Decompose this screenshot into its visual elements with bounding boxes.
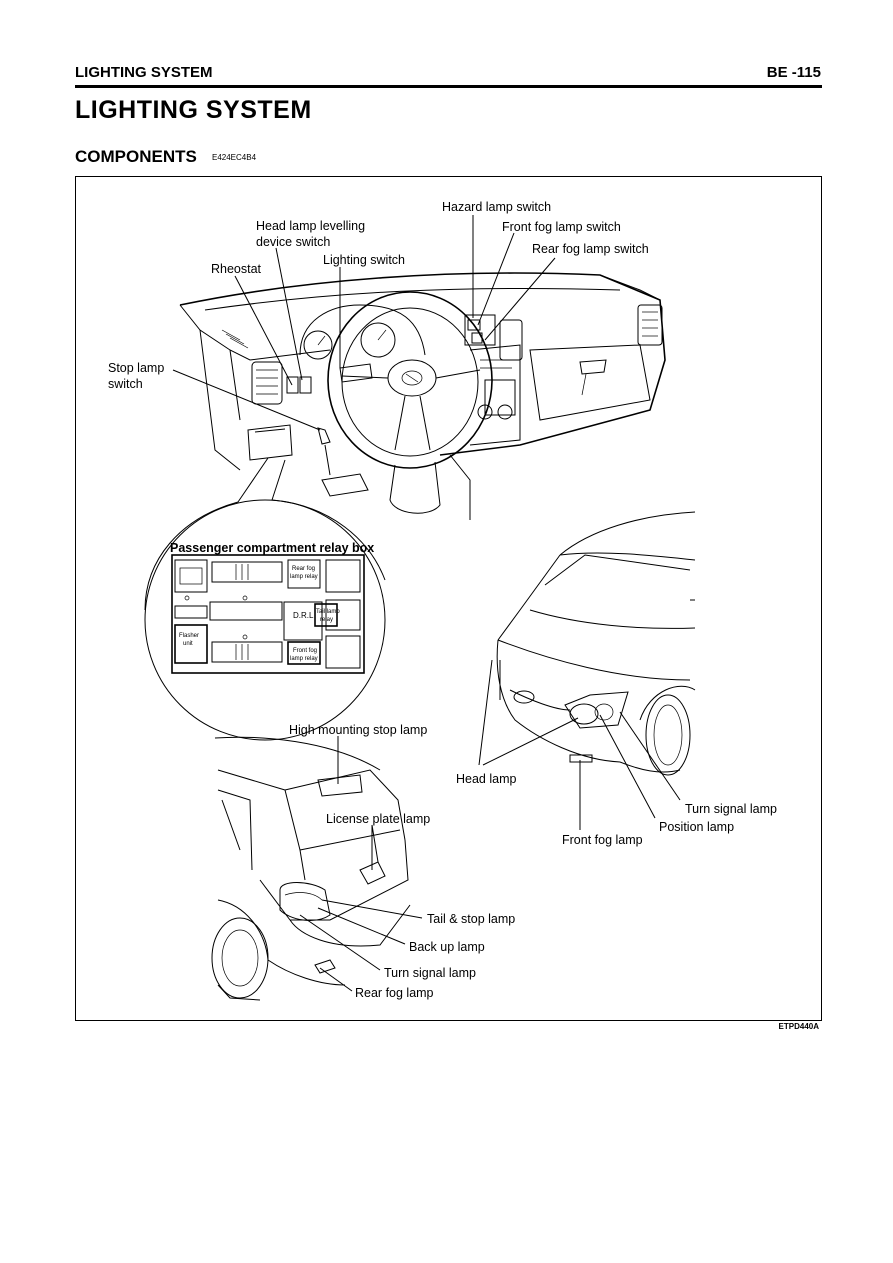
header-section-title: LIGHTING SYSTEM — [75, 64, 213, 81]
rear-fog-relay-label-2: lamp relay — [290, 574, 318, 580]
hazard-switch-label: Hazard lamp switch — [442, 200, 551, 214]
backup-lamp-label: Back up lamp — [409, 940, 485, 954]
levelling-switch-label: Head lamp levelling — [256, 219, 365, 233]
flasher-label: Flasher — [179, 633, 199, 639]
flasher-label-2: unit — [183, 641, 193, 647]
relay-box-label: Passenger compartment relay box — [170, 541, 374, 555]
header-page-number: BE -115 — [766, 64, 821, 81]
rear-fog-relay-label: Rear fog — [292, 566, 315, 572]
lighting-switch-label: Lighting switch — [323, 253, 405, 267]
rear-car-drawing — [211, 736, 411, 1001]
figure-frame — [75, 176, 822, 1021]
section-code: E424EC4B4 — [212, 153, 257, 162]
front-car-leaders — [478, 659, 681, 830]
front-fog-relay-label: Front fog — [293, 648, 317, 654]
figure-code: ETPD440A — [778, 1022, 819, 1031]
stop-lamp-switch-label-2: switch — [108, 377, 143, 391]
rheostat-label: Rheostat — [211, 262, 262, 276]
tail-stop-lamp-label: Tail & stop lamp — [427, 912, 515, 926]
front-fog-switch-label: Front fog lamp switch — [502, 220, 621, 234]
tail-relay-label: Tail lamp — [316, 609, 340, 615]
front-fog-relay-label-2: lamp relay — [290, 656, 318, 662]
stop-lamp-switch-label: Stop lamp — [108, 361, 164, 375]
high-mount-stop-label: High mounting stop lamp — [289, 723, 427, 737]
dashboard-drawing — [179, 272, 666, 520]
front-car-drawing — [496, 511, 696, 776]
head-lamp-label: Head lamp — [456, 772, 516, 786]
rear-fog-lamp-label: Rear fog lamp — [355, 986, 434, 1000]
levelling-switch-label-2: device switch — [256, 235, 330, 249]
page-title: LIGHTING SYSTEM — [75, 96, 312, 124]
header-rule — [75, 85, 822, 88]
license-plate-label: License plate lamp — [326, 812, 430, 826]
dashboard-leaders — [172, 215, 556, 431]
position-lamp-label: Position lamp — [659, 820, 734, 834]
front-fog-lamp-label: Front fog lamp — [562, 833, 643, 847]
section-heading: COMPONENTS — [75, 147, 197, 166]
rear-turn-signal-label: Turn signal lamp — [384, 966, 476, 980]
relay-box-detail: Passenger compartment relay box Rear fog… — [144, 457, 386, 741]
tail-relay-label-2: relay — [320, 617, 333, 623]
rear-car-leaders — [299, 736, 423, 992]
drl-label: D.R.L — [293, 611, 314, 620]
rear-fog-switch-label: Rear fog lamp switch — [532, 242, 649, 256]
front-turn-signal-label: Turn signal lamp — [685, 802, 777, 816]
